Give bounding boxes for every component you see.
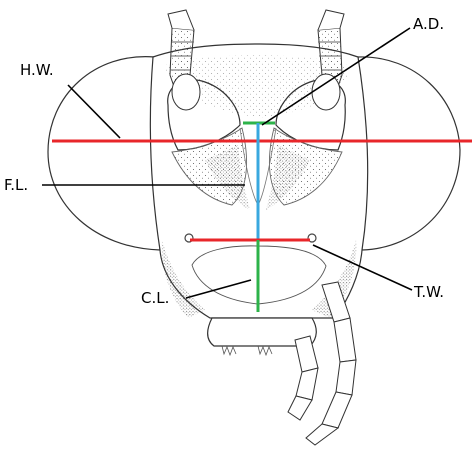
labrum-fringe bbox=[222, 346, 272, 355]
label-tw: T.W. bbox=[413, 283, 444, 301]
right-compound-eye bbox=[358, 57, 460, 250]
label-ad: A.D. bbox=[413, 15, 444, 33]
label-hw: H.W. bbox=[20, 61, 54, 79]
head-drawing bbox=[48, 10, 460, 445]
label-cl: C.L. bbox=[141, 289, 169, 307]
left-compound-eye bbox=[48, 57, 160, 250]
label-fl: F.L. bbox=[4, 176, 28, 194]
